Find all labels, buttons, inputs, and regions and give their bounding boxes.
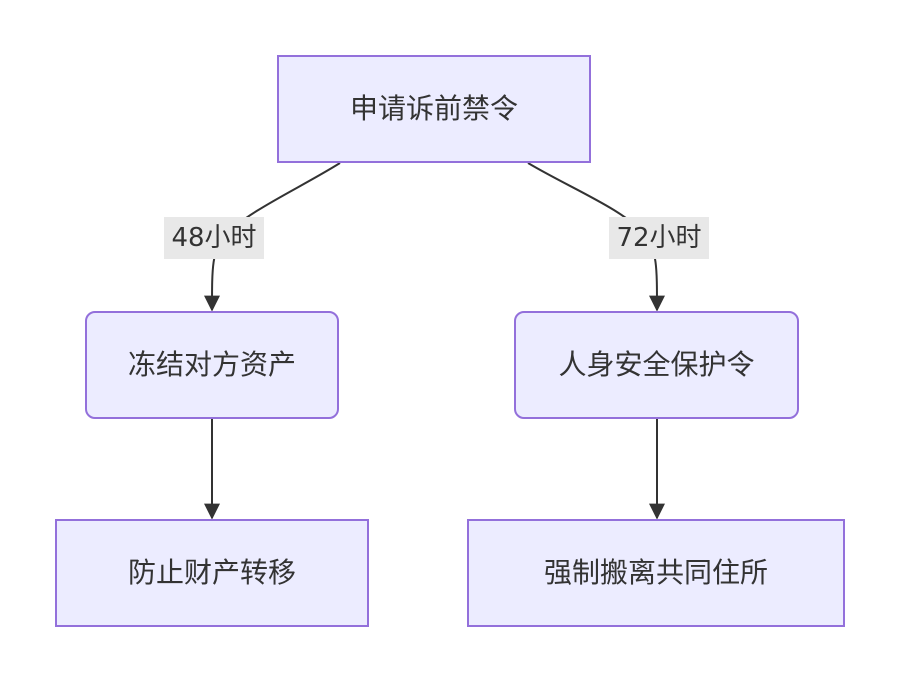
node-personal-safety-order-label: 人身安全保护令 [558, 348, 755, 381]
node-freeze-assets-label: 冻结对方资产 [127, 348, 296, 381]
node-forced-eviction-label: 强制搬离共同住所 [543, 556, 768, 589]
node-personal-safety-order: 人身安全保护令 [514, 311, 799, 419]
node-apply-pretrial-injunction: 申请诉前禁令 [277, 55, 591, 163]
node-forced-eviction: 强制搬离共同住所 [467, 519, 845, 627]
edge-label-48h-text: 48小时 [171, 223, 257, 253]
edge-label-72h-text: 72小时 [616, 223, 702, 253]
edge-label-48h: 48小时 [164, 217, 264, 259]
node-prevent-asset-transfer-label: 防止财产转移 [127, 556, 296, 589]
edge-label-72h: 72小时 [609, 217, 709, 259]
node-freeze-assets: 冻结对方资产 [85, 311, 339, 419]
node-prevent-asset-transfer: 防止财产转移 [55, 519, 369, 627]
node-apply-pretrial-injunction-label: 申请诉前禁令 [349, 92, 518, 125]
